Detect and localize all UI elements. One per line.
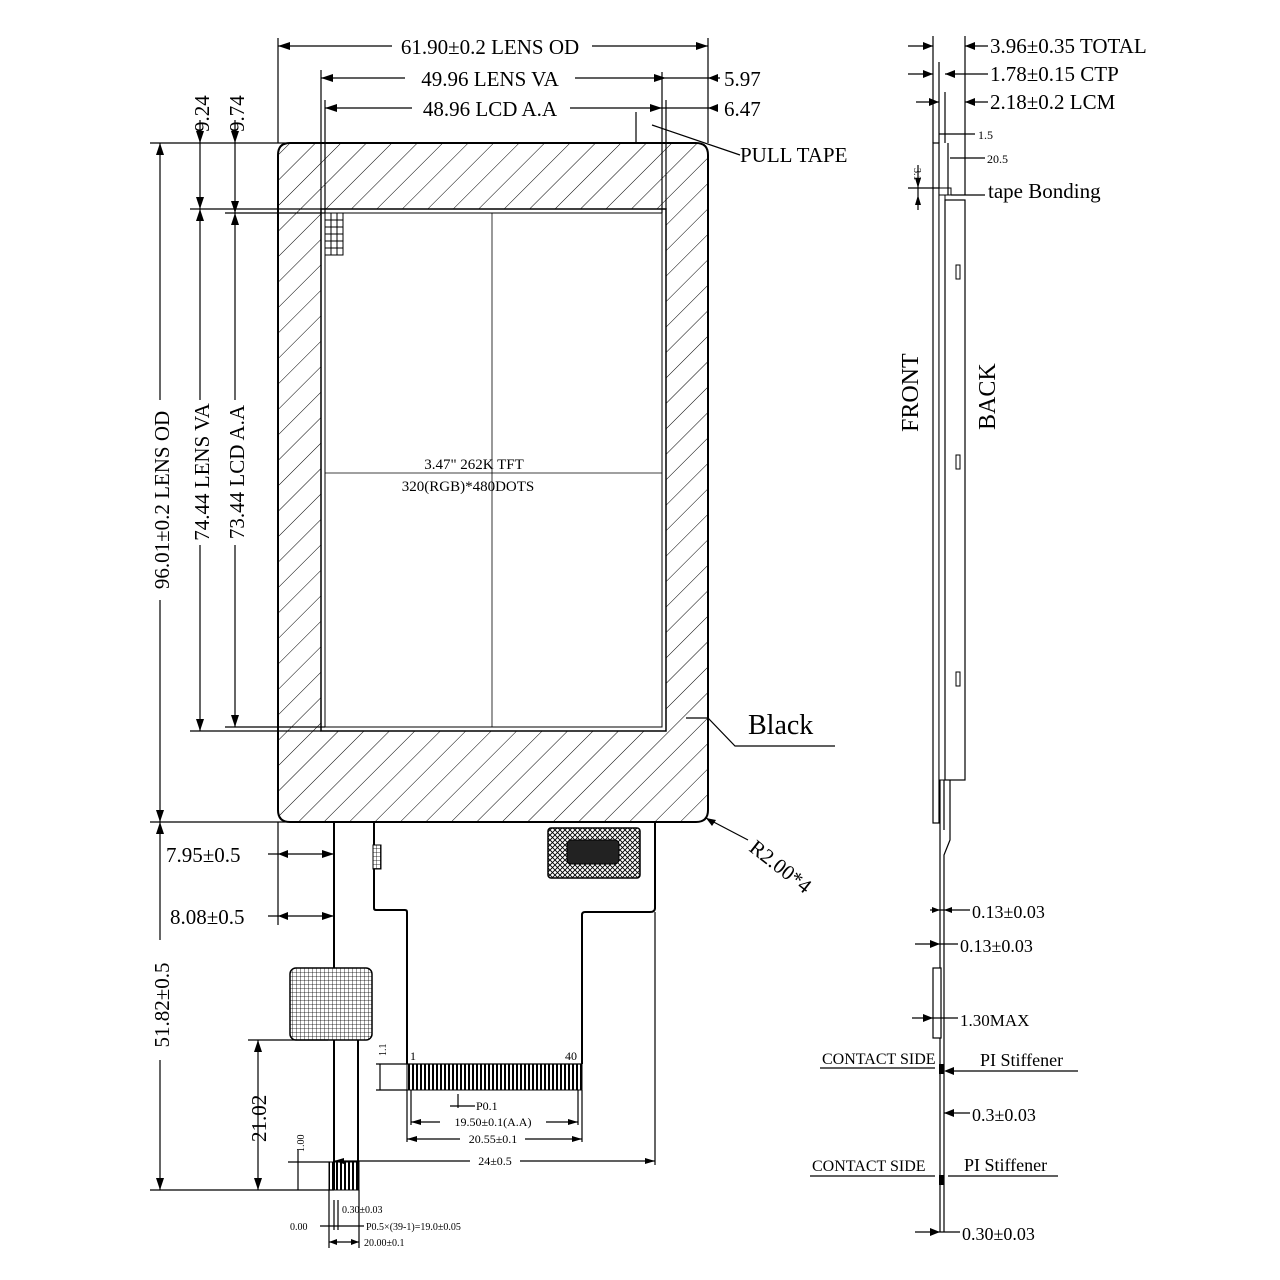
- dim-fpc-2102: 21.02: [247, 1095, 271, 1142]
- front-view: 3.47" 262K TFT 320(RGB)*480DOTS PULL TAP…: [150, 35, 847, 1249]
- pin-last-label: 40: [565, 1049, 577, 1063]
- side-total: 3.96±0.35 TOTAL: [990, 34, 1147, 58]
- fpc-cable: 1 40: [289, 822, 656, 1191]
- panel-resolution: 320(RGB)*480DOTS: [402, 479, 535, 495]
- side-d205: 20.5: [987, 152, 1008, 166]
- dim-offset-647: 6.47: [724, 97, 761, 121]
- dim-fpc-808: 8.08±0.5: [170, 905, 245, 929]
- front-label: FRONT: [898, 353, 924, 432]
- dim-pitch: P0.1: [476, 1099, 498, 1113]
- dim-tail-pitch: P0.5×(39-1)=19.0±0.05: [366, 1222, 461, 1233]
- pi-stiffener-1: PI Stiffener: [980, 1050, 1063, 1070]
- dim-fpc-100: 1.00: [296, 1135, 307, 1153]
- side-t013a: 0.13±0.03: [972, 902, 1045, 922]
- panel-title: 3.47" 262K TFT: [424, 457, 524, 473]
- dim-pins-aa: 19.50±0.1(A.A): [455, 1115, 532, 1129]
- contact-side-2: CONTACT SIDE: [812, 1158, 926, 1175]
- side-lens: [932, 142, 940, 824]
- dim-tail-2000: 20.00±0.1: [364, 1238, 405, 1249]
- side-t03: 0.3±0.03: [972, 1105, 1036, 1125]
- side-t130: 1.30MAX: [960, 1011, 1029, 1030]
- dim-fpc-width: 24±0.5: [478, 1154, 512, 1168]
- pixel-grid-icon: [324, 212, 344, 256]
- side-ctp: 1.78±0.15 CTP: [990, 62, 1119, 86]
- side-t030: 0.30±0.03: [962, 1224, 1035, 1244]
- side-d15: 1.5: [978, 128, 993, 142]
- side-lcm: 2.18±0.2 LCM: [990, 90, 1116, 114]
- dim-pins-width: 20.55±0.1: [469, 1132, 518, 1146]
- dim-top-974: 9.74: [225, 95, 249, 132]
- dim-fpc-length: 51.82±0.5: [150, 962, 174, 1047]
- side-ctp: [938, 194, 946, 781]
- side-view: FRONT BACK 3.96±0.35 TOTAL 1.78±0.15 CTP…: [810, 34, 1147, 1244]
- dim-fpc-11: 1.1: [378, 1044, 389, 1057]
- side-tape-bonding: tape Bonding: [988, 179, 1101, 203]
- side-d31: 3.1: [911, 168, 922, 181]
- dim-lens-va-width: 49.96 LENS VA: [421, 67, 559, 91]
- corner-radius-label: R2.00*4: [745, 835, 817, 898]
- pin-first-label: 1: [410, 1049, 416, 1063]
- dim-top-924: 9.24: [190, 95, 214, 132]
- fpc-stiffener: [289, 967, 373, 1041]
- bezel-color-label: Black: [748, 710, 813, 741]
- lcd-active-area: [324, 212, 663, 728]
- dim-fpc-795: 7.95±0.5: [166, 843, 241, 867]
- side-t013b: 0.13±0.03: [960, 936, 1033, 956]
- dim-lcd-aa-width: 48.96 LCD A.A: [423, 97, 558, 121]
- dim-lens-od-height: 96.01±0.2 LENS OD: [150, 411, 174, 589]
- dim-lcd-aa-height: 73.44 LCD A.A: [225, 404, 249, 539]
- dim-lens-od-width: 61.90±0.2 LENS OD: [401, 35, 579, 59]
- dim-lens-va-height: 74.44 LENS VA: [190, 402, 214, 540]
- fpc-pins: [406, 1063, 583, 1091]
- dim-tail-030: 0.30±0.03: [342, 1205, 383, 1216]
- pull-tape-label: PULL TAPE: [740, 143, 847, 167]
- side-lcm: [944, 199, 966, 781]
- pi-stiffener-2: PI Stiffener: [964, 1155, 1047, 1175]
- dim-offset-597: 5.97: [724, 67, 761, 91]
- back-label: BACK: [975, 363, 1001, 430]
- dim-tail-000: 0.00: [290, 1222, 308, 1233]
- contact-side-1: CONTACT SIDE: [822, 1051, 936, 1068]
